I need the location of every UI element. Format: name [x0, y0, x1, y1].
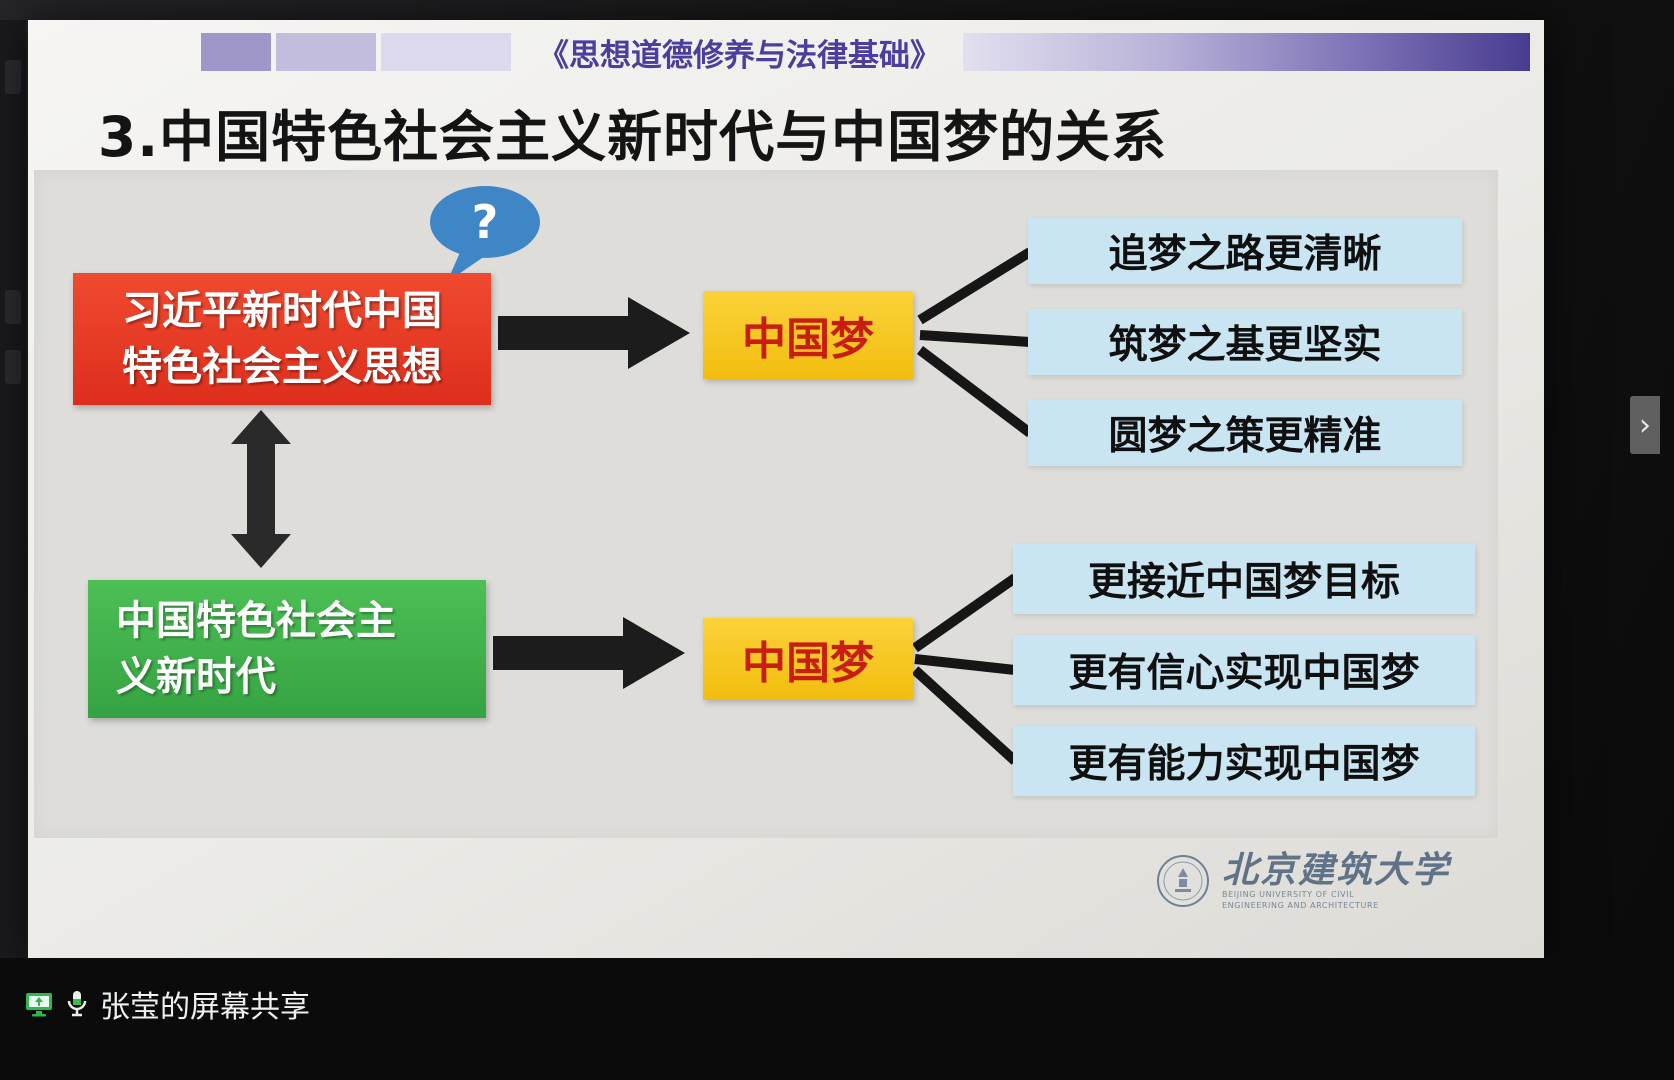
sidebar-item — [5, 290, 21, 324]
screen-share-label: 张莹的屏幕共享 — [100, 990, 310, 1025]
university-logo: 北京建筑大学 BEIJING UNIVERSITY OF CIVIL ENGIN… — [1156, 852, 1450, 910]
university-logo-text: 北京建筑大学 BEIJING UNIVERSITY OF CIVIL ENGIN… — [1222, 852, 1450, 910]
source-box-line: 中国特色社会主 — [116, 598, 396, 644]
screen-share-status: 张莹的屏幕共享 — [24, 982, 310, 1026]
outcome-box: 更有能力实现中国梦 — [1013, 726, 1475, 796]
source-box-line: 特色社会主义思想 — [122, 344, 442, 390]
left-sidebar — [0, 20, 26, 958]
university-caption: ENGINEERING AND ARCHITECTURE — [1222, 901, 1379, 910]
next-slide-button[interactable]: › — [1630, 396, 1660, 454]
screen-share-bar: 张莹的屏幕共享 — [0, 958, 1674, 1080]
china-dream-box-bottom: 中国梦 — [703, 618, 913, 700]
slide-header-bar: 《思想道德修养与法律基础》 — [28, 30, 1544, 74]
university-caption: BEIJING UNIVERSITY OF CIVIL — [1222, 890, 1355, 899]
header-decoration — [381, 33, 511, 71]
shared-screen: 《思想道德修养与法律基础》 3.中国特色社会主义新时代与中国梦的关系 ? 习近平… — [28, 20, 1544, 958]
screen-share-icon — [26, 993, 52, 1017]
header-decoration — [201, 33, 271, 71]
university-seal-icon — [1157, 855, 1209, 907]
outcome-box: 圆梦之策更精准 — [1028, 400, 1462, 466]
outcome-box: 更有信心实现中国梦 — [1013, 635, 1475, 705]
university-name: 北京建筑大学 — [1222, 849, 1451, 891]
source-box-new-era: 中国特色社会主 义新时代 — [88, 580, 486, 718]
header-spacer — [28, 33, 196, 71]
outcome-box: 更接近中国梦目标 — [1013, 544, 1475, 614]
header-decoration — [963, 33, 1530, 71]
slide-title: 3.中国特色社会主义新时代与中国梦的关系 — [98, 105, 1168, 169]
source-box-xi-thought: 习近平新时代中国 特色社会主义思想 — [73, 273, 491, 405]
course-title: 《思想道德修养与法律基础》 — [538, 37, 941, 74]
source-box-line: 义新时代 — [116, 654, 276, 700]
header-decoration — [276, 33, 376, 71]
outcome-box: 追梦之路更清晰 — [1028, 218, 1462, 284]
question-mark: ? — [471, 195, 499, 249]
microphone-icon — [67, 991, 87, 1017]
china-dream-box-top: 中国梦 — [703, 291, 913, 379]
sidebar-item — [5, 60, 21, 94]
source-box-line: 习近平新时代中国 — [122, 288, 442, 334]
question-bubble: ? — [423, 182, 543, 287]
outcome-box: 筑梦之基更坚实 — [1028, 309, 1462, 375]
sidebar-item — [5, 350, 21, 384]
